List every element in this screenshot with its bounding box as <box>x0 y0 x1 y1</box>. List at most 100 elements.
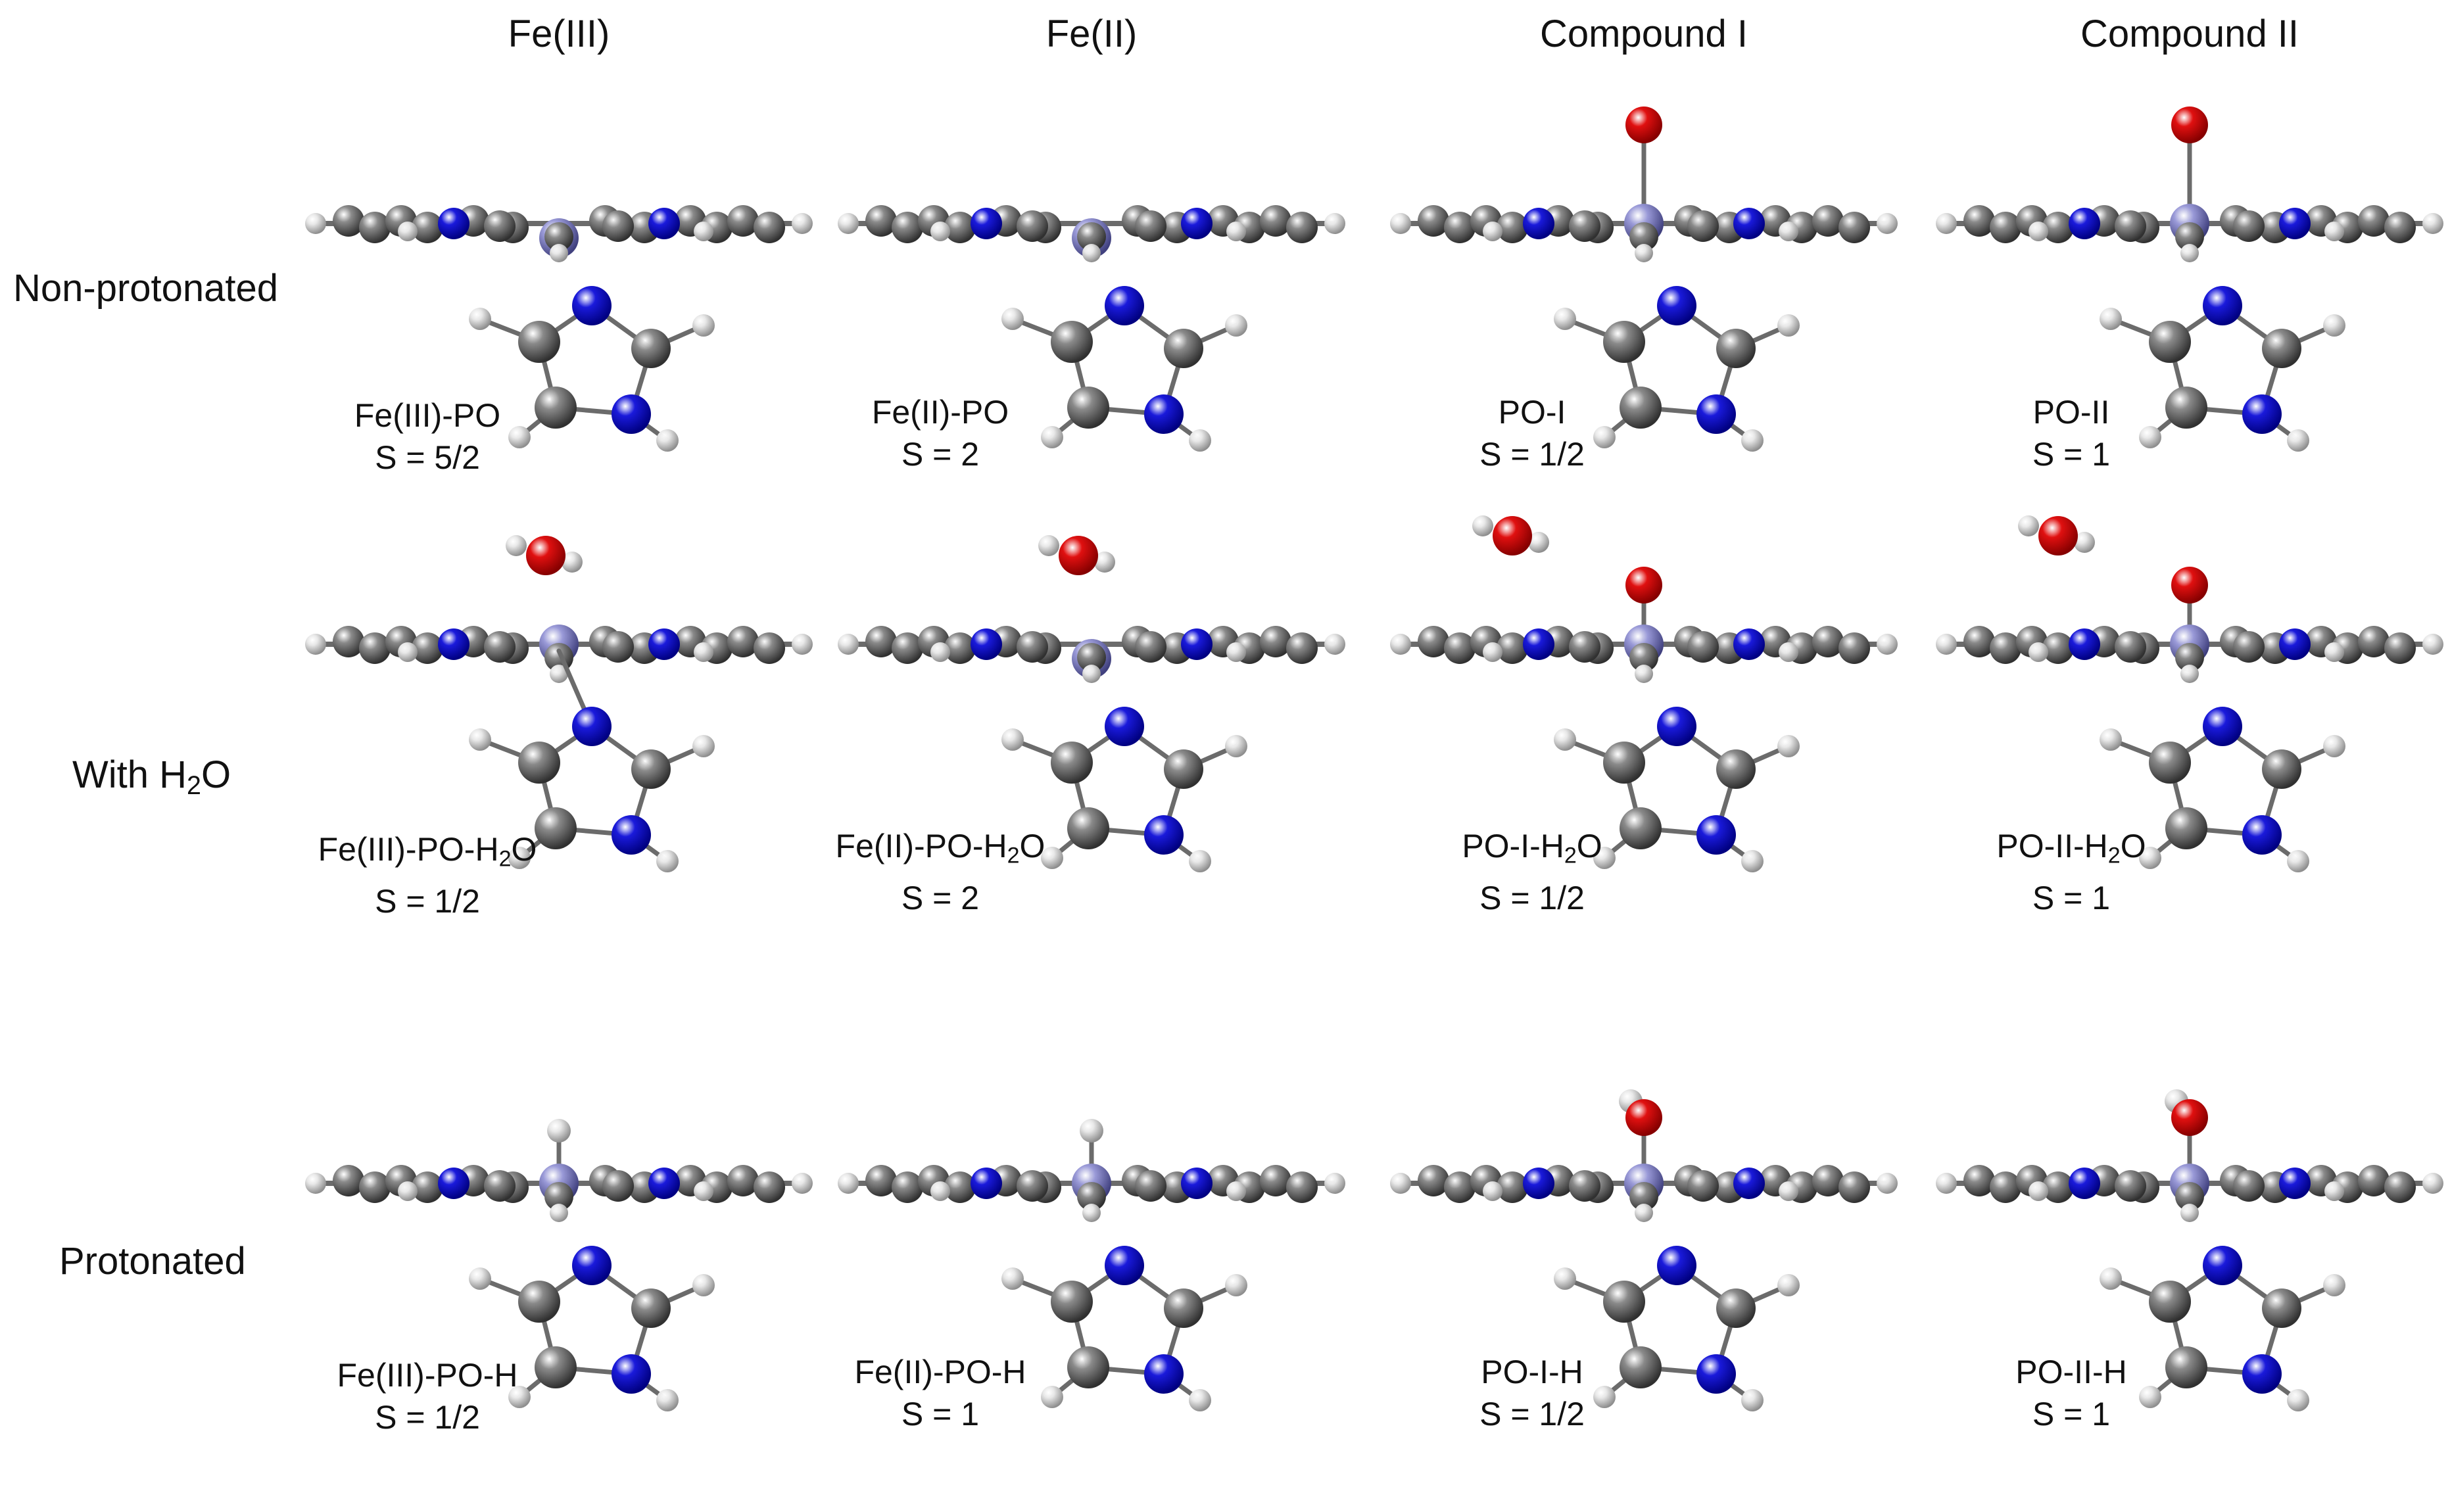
imidazole-hydrogen-atom <box>1041 847 1063 869</box>
porphyrin-meso-carbon-atom <box>1077 222 1106 251</box>
imidazole-hydrogen-atom <box>1593 1386 1616 1408</box>
porphyrin-carbon-atom <box>1017 631 1048 663</box>
row-label: Non-protonated <box>13 267 279 310</box>
imidazole-carbon-atom <box>1716 329 1756 368</box>
porphyrin-carbon-atom <box>727 1165 759 1196</box>
molecule-drawing <box>838 1119 1345 1411</box>
molecule-drawing <box>1390 106 1898 452</box>
imidazole-hydrogen-atom <box>2139 426 2161 448</box>
imidazole-hydrogen-atom <box>2323 314 2345 337</box>
imidazole-nitrogen-atom <box>1696 394 1736 434</box>
porphyrin-nitrogen-atom <box>1733 208 1765 239</box>
column-header: Compound II <box>2080 12 2299 55</box>
imidazole-carbon-atom <box>631 749 671 789</box>
imidazole-hydrogen-atom <box>1001 728 1024 751</box>
porphyrin-carbon-atom <box>1444 212 1476 243</box>
porphyrin-hydrogen-atom <box>1779 642 1798 662</box>
spin-state: S = 2 <box>901 879 980 916</box>
imidazole-carbon-atom <box>1620 1346 1662 1388</box>
porphyrin-carbon-atom <box>1990 632 2021 664</box>
imidazole-carbon-atom <box>2165 807 2207 849</box>
porphyrin-carbon-atom <box>333 205 364 237</box>
spin-state: S = 1/2 <box>375 882 480 920</box>
imidazole-nitrogen-atom <box>572 286 612 325</box>
porphyrin-nitrogen-atom <box>1181 1168 1213 1199</box>
porphyrin-carbon-atom <box>2384 632 2416 664</box>
porphyrin-carbon-atom <box>602 210 634 242</box>
porphyrin-hydrogen-atom <box>2029 642 2048 662</box>
porphyrin-carbon-atom <box>1286 632 1318 664</box>
porphyrin-hydrogen-atom <box>398 1181 418 1201</box>
imidazole-hydrogen-atom <box>508 847 531 869</box>
porphyrin-hydrogen-atom <box>1779 222 1798 241</box>
porphyrin-hydrogen-atom <box>1877 213 1898 234</box>
imidazole-carbon-atom <box>1164 329 1203 368</box>
porphyrin-nitrogen-atom <box>648 208 680 239</box>
porphyrin-nitrogen-atom <box>1523 1168 1554 1199</box>
porphyrin-hydrogen-atom <box>1936 213 1957 234</box>
imidazole-carbon-atom <box>1067 1346 1109 1388</box>
porphyrin-hydrogen-atom <box>2324 222 2344 241</box>
imidazole-nitrogen-atom <box>2203 1246 2242 1285</box>
porphyrin-carbon-atom <box>1990 1171 2021 1203</box>
imidazole-carbon-atom <box>1051 742 1093 784</box>
porphyrin-carbon-atom <box>1497 632 1528 664</box>
porphyrin-carbon-atom <box>1497 212 1528 243</box>
imidazole-carbon-atom <box>1051 1281 1093 1323</box>
spin-state: S = 1/2 <box>1479 436 1585 473</box>
porphyrin-nitrogen-atom <box>1523 208 1554 239</box>
porphyrin-carbon-atom <box>944 1171 976 1203</box>
porphyrin-carbon-atom <box>1812 626 1844 657</box>
spin-state: S = 1/2 <box>1479 879 1585 916</box>
porphyrin-carbon-atom <box>1260 626 1291 657</box>
spin-state: S = 1/2 <box>1479 1396 1585 1432</box>
imidazole-carbon-atom <box>1067 387 1109 429</box>
porphyrin-nitrogen-atom <box>2069 208 2100 239</box>
porphyrin-hydrogen-atom <box>398 222 418 241</box>
porphyrin-hydrogen-atom <box>694 642 713 662</box>
porphyrin-carbon-atom <box>2042 1171 2074 1203</box>
imidazole-hydrogen-atom <box>469 728 491 751</box>
porphyrin-carbon-atom <box>1418 626 1449 657</box>
porphyrin-carbon-atom <box>1497 1171 1528 1203</box>
porphyrin-carbon-atom <box>2358 626 2390 657</box>
imidazole-carbon-atom <box>1716 749 1756 789</box>
porphyrin-carbon-atom <box>1260 205 1291 237</box>
imidazole-carbon-atom <box>1164 749 1203 789</box>
porphyrin-carbon-atom <box>1135 210 1166 242</box>
porphyrin-hydrogen-atom <box>1390 213 1411 234</box>
water-oxygen-atom <box>526 536 565 575</box>
molecule-drawing <box>838 535 1345 872</box>
porphyrin-carbon-atom <box>865 1165 897 1196</box>
porphyrin-hydrogen-atom <box>1877 1173 1898 1194</box>
porphyrin-hydrogen-atom <box>2324 1181 2344 1201</box>
porphyrin-carbon-atom <box>754 1171 785 1203</box>
molecule-drawing <box>1936 1089 2443 1411</box>
imidazole-nitrogen-atom <box>2203 707 2242 746</box>
porphyrin-hydrogen-atom <box>1483 642 1502 662</box>
imidazole-nitrogen-atom <box>1696 815 1736 855</box>
porphyrin-hydrogen-atom <box>1779 1181 1798 1201</box>
imidazole-hydrogen-atom <box>692 735 715 757</box>
porphyrin-nitrogen-atom <box>2279 1168 2311 1199</box>
water-hydrogen-atom <box>1094 552 1115 573</box>
porphyrin-nitrogen-atom <box>2279 208 2311 239</box>
imidazole-hydrogen-atom <box>1189 1389 1211 1411</box>
porphyrin-carbon-atom <box>1569 631 1600 663</box>
imidazole-hydrogen-atom <box>656 1389 679 1411</box>
porphyrin-carbon-atom <box>1812 1165 1844 1196</box>
imidazole-carbon-atom <box>518 1281 560 1323</box>
molecule-drawing <box>1936 515 2443 872</box>
porphyrin-meso-carbon-atom <box>544 1182 573 1211</box>
imidazole-hydrogen-atom <box>1554 308 1576 330</box>
porphyrin-hydrogen-atom <box>1635 1204 1653 1222</box>
porphyrin-nitrogen-atom <box>1523 628 1554 660</box>
